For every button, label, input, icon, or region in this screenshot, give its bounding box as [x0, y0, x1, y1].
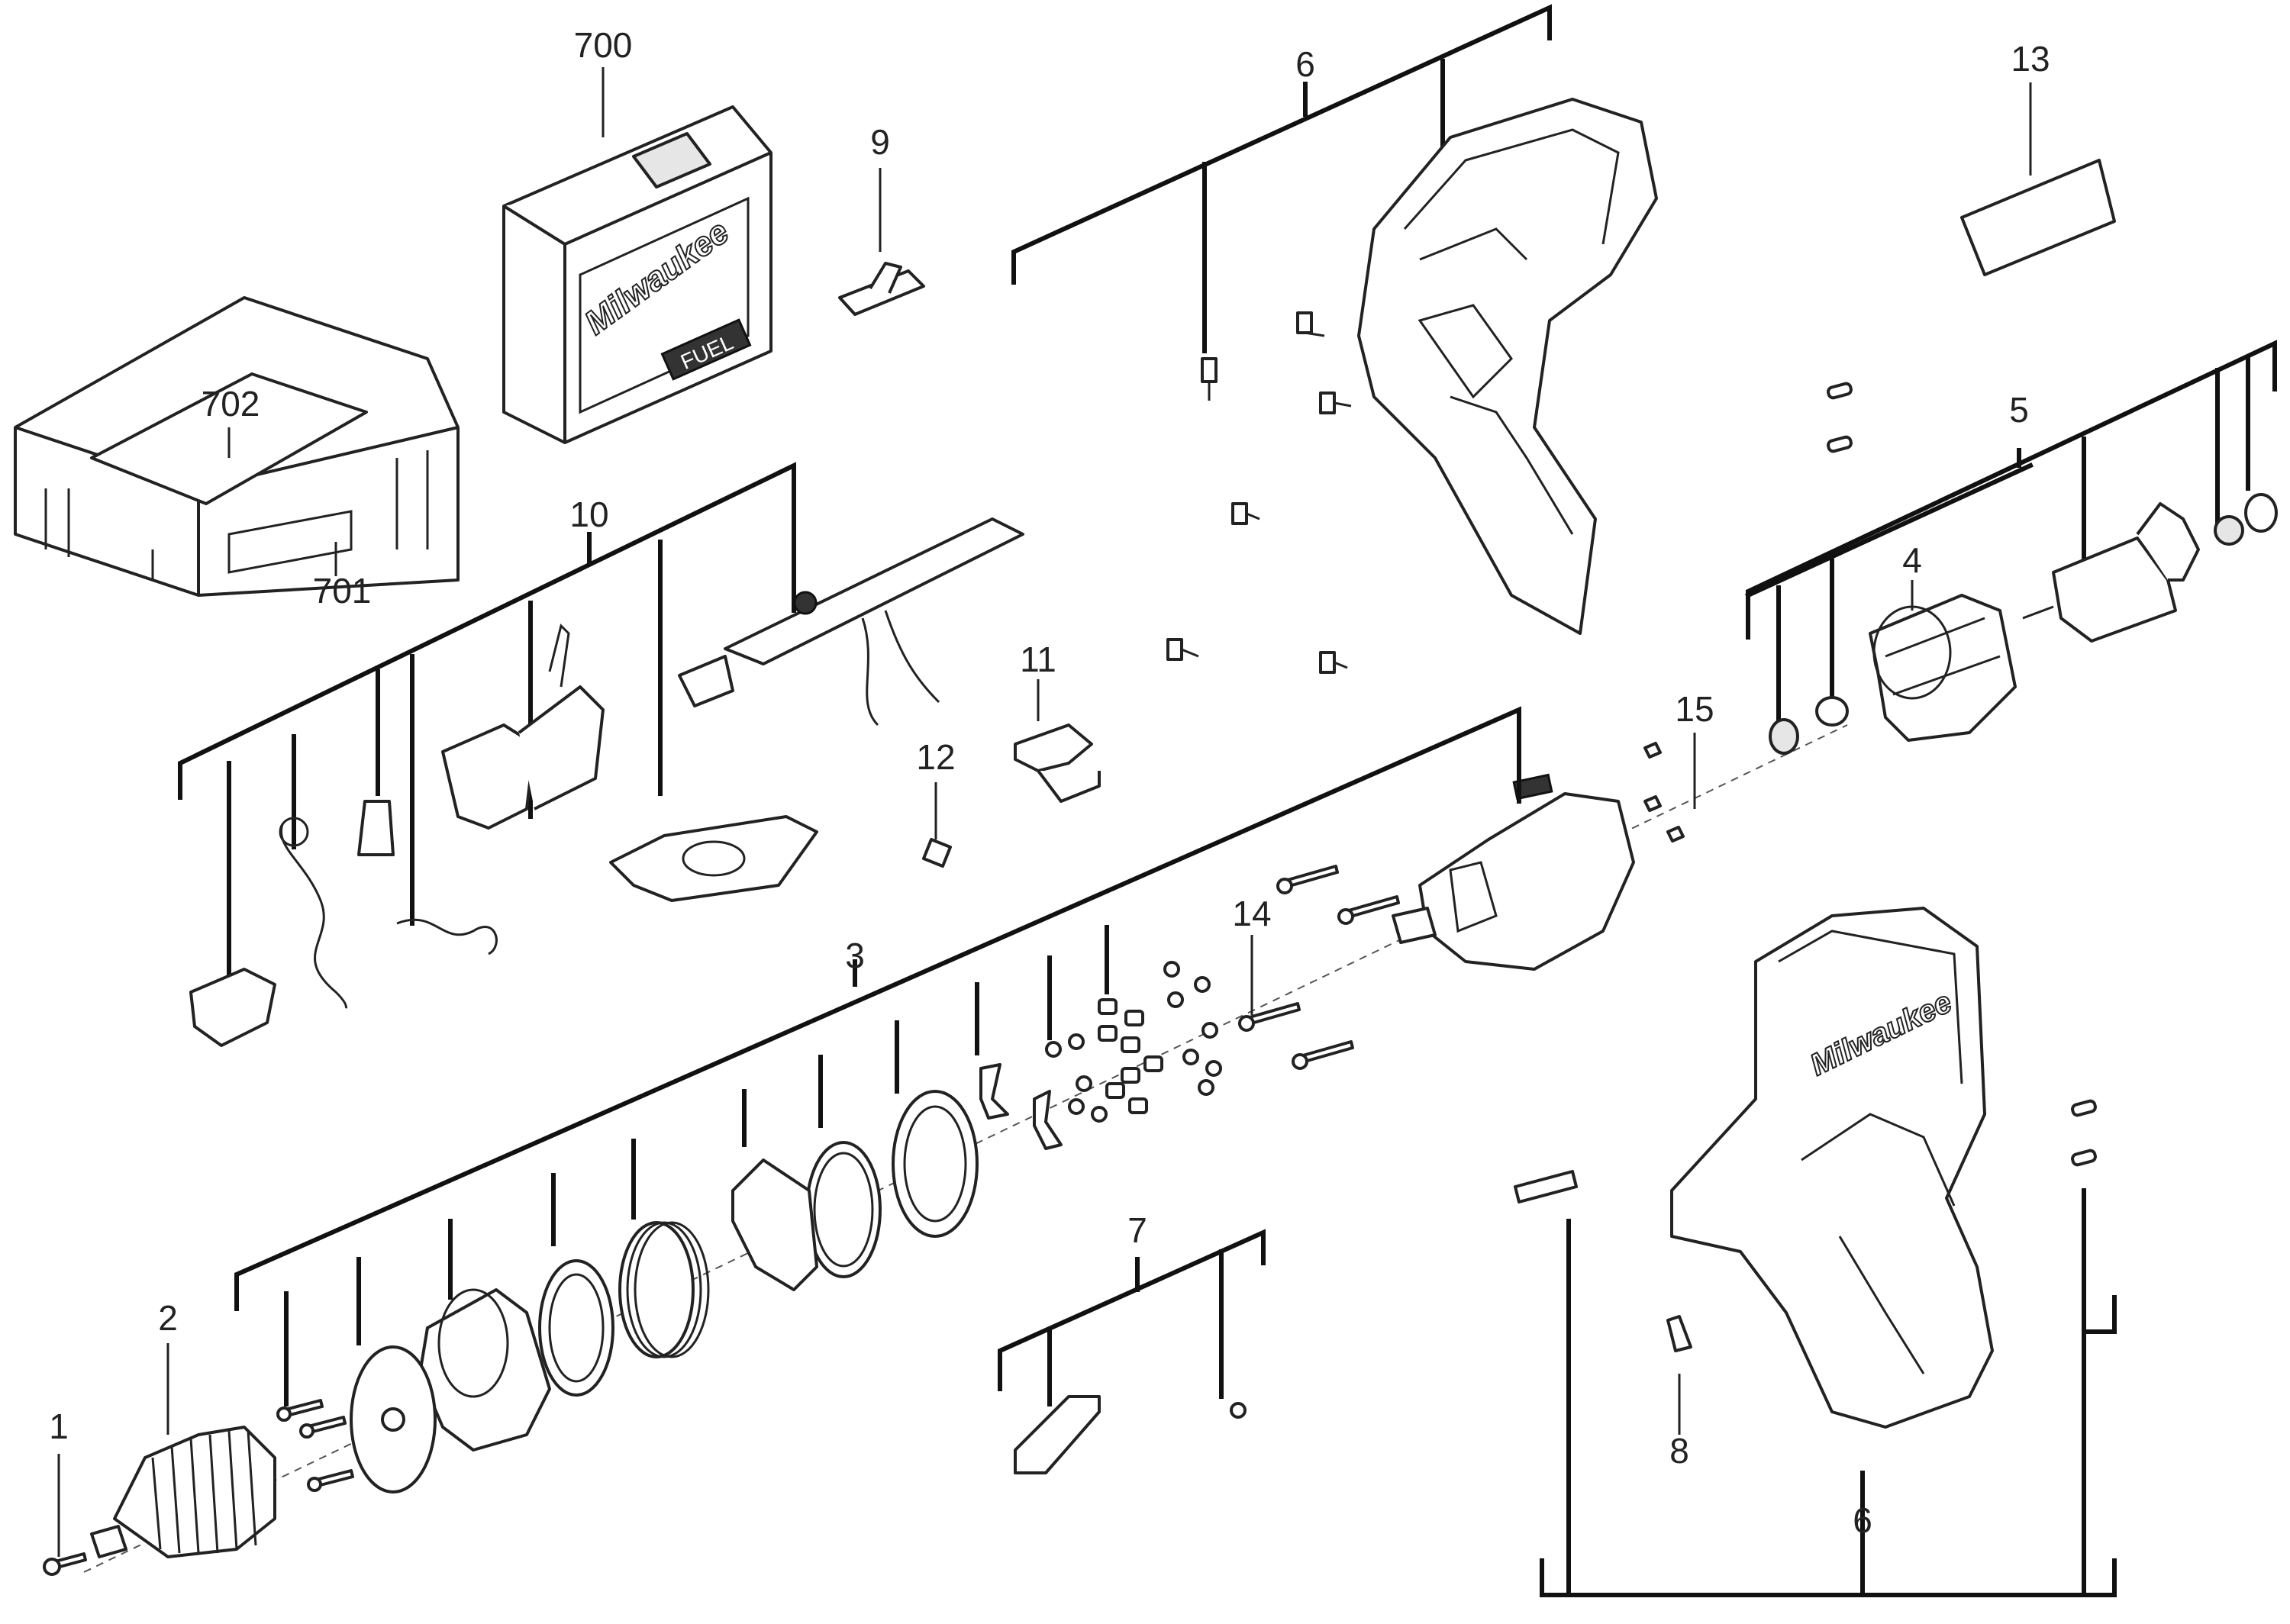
part-11-bracket: [1014, 723, 1101, 803]
chuck-plate: [350, 1345, 437, 1494]
chuck-2: [90, 1426, 276, 1558]
ring-gear: [892, 1090, 979, 1238]
callout-12: 12: [916, 737, 955, 777]
clutch-spring: [618, 1221, 710, 1358]
part-13-label: [1960, 159, 2116, 276]
callout-15: 15: [1675, 689, 1714, 729]
gearbox-screws: [1238, 865, 1400, 1070]
thrust-washer: [805, 1141, 882, 1278]
callout-13: 13: [2011, 39, 2050, 79]
bracket-3: [234, 706, 1521, 1406]
callout-702: 702: [202, 384, 260, 424]
housing-screws: [1166, 311, 1352, 674]
callout-6-bottom: 6: [1853, 1500, 1872, 1540]
bearings: [1769, 493, 2278, 755]
callout-2: 2: [158, 1298, 178, 1338]
stator-4: [1869, 594, 2017, 742]
callout-3: 3: [845, 936, 865, 975]
chuck-screw-1: [43, 1552, 87, 1576]
callout-1: 1: [49, 1406, 69, 1446]
part-10-components: [189, 517, 1024, 1047]
bracket-7: [998, 1229, 1266, 1406]
case-closed-700: Milwaukee FUEL: [502, 105, 772, 444]
chuck-screws: [276, 1399, 354, 1492]
adjusting-collar: [418, 1288, 551, 1452]
bracket-5: [1746, 340, 2277, 640]
callout-14: 14: [1232, 894, 1271, 933]
callout-8: 8: [1669, 1431, 1689, 1471]
callout-701: 701: [313, 571, 372, 611]
bracket-6-bottom: [1540, 1188, 2117, 1597]
callout-10: 10: [569, 495, 608, 534]
small-bracket: [1514, 1170, 1578, 1204]
callout-9: 9: [870, 122, 890, 162]
callout-11: 11: [1020, 640, 1056, 679]
part-9-clip: [838, 262, 925, 316]
bracket-10: [178, 462, 796, 998]
callout-4: 4: [1902, 540, 1922, 580]
rotor-5: [2022, 502, 2200, 643]
bracket-6-top: [1011, 4, 1552, 353]
rollers-balls: [1045, 961, 1222, 1123]
gearbox-assembly: [1392, 773, 1635, 971]
bracket-4: [1745, 462, 2034, 735]
housing-half-left: [1357, 98, 1658, 635]
callout-7: 7: [1127, 1210, 1147, 1250]
callout-5: 5: [2009, 390, 2029, 430]
callout-700: 700: [574, 25, 633, 65]
part-12-spring: [922, 838, 952, 868]
carrier-plate: [731, 1158, 818, 1291]
case-tray-701: [14, 296, 460, 597]
part-7-shift-knob: [1014, 1395, 1247, 1474]
part-3-clips: [979, 1063, 1063, 1150]
callout-6-top: 6: [1295, 44, 1315, 84]
spring-ring: [538, 1259, 614, 1397]
part-15-screws: [1643, 742, 1685, 843]
fuel-badge: [660, 318, 752, 381]
housing-half-right: Milwaukee: [1670, 907, 1994, 1429]
small-pins: [1827, 382, 2097, 1167]
part-8-clip: [1666, 1315, 1692, 1352]
